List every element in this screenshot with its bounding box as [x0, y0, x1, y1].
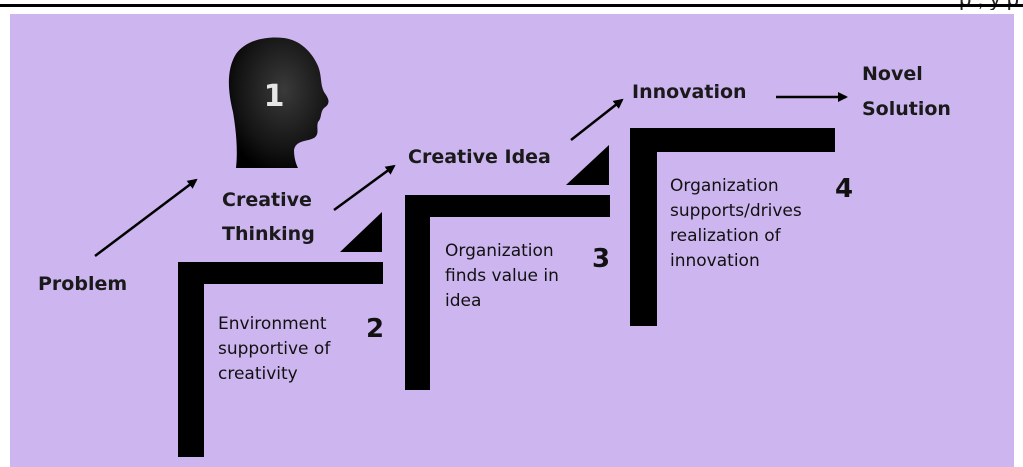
stage-1-number: 1 — [264, 79, 285, 114]
arrow-idea-to-innovation — [570, 98, 624, 141]
novel-solution-label-line2: Solution — [862, 98, 951, 120]
stage-4-description: Organization supports/drives realization… — [670, 176, 802, 271]
step-1-stair — [178, 212, 383, 457]
arrow-thinking-to-idea — [333, 164, 396, 212]
problem-label: Problem — [38, 273, 128, 295]
creative-thinking-label-line2: Thinking — [222, 223, 315, 245]
diagram-panel — [10, 14, 1014, 467]
stage-4-number: 4 — [835, 174, 854, 204]
stage-3-number: 3 — [592, 244, 611, 274]
stage-3-description: Organization finds value in idea — [445, 241, 559, 311]
innovation-label: Innovation — [632, 81, 747, 103]
creative-thinking-label-line1: Creative — [222, 189, 312, 211]
novel-solution-label-line1: Novel — [862, 63, 923, 85]
step-2-stair — [405, 145, 610, 390]
stage-2-number: 2 — [366, 314, 385, 344]
step-3-stair — [630, 128, 835, 326]
stage-2-description: Environment supportive of creativity — [218, 314, 331, 384]
creative-idea-label: Creative Idea — [408, 146, 551, 168]
top-strip: p , y p — [0, 0, 1023, 10]
head-silhouette-icon: 1 — [228, 37, 329, 169]
arrow-problem-to-thinking — [94, 178, 198, 257]
top-rule — [0, 4, 1023, 7]
